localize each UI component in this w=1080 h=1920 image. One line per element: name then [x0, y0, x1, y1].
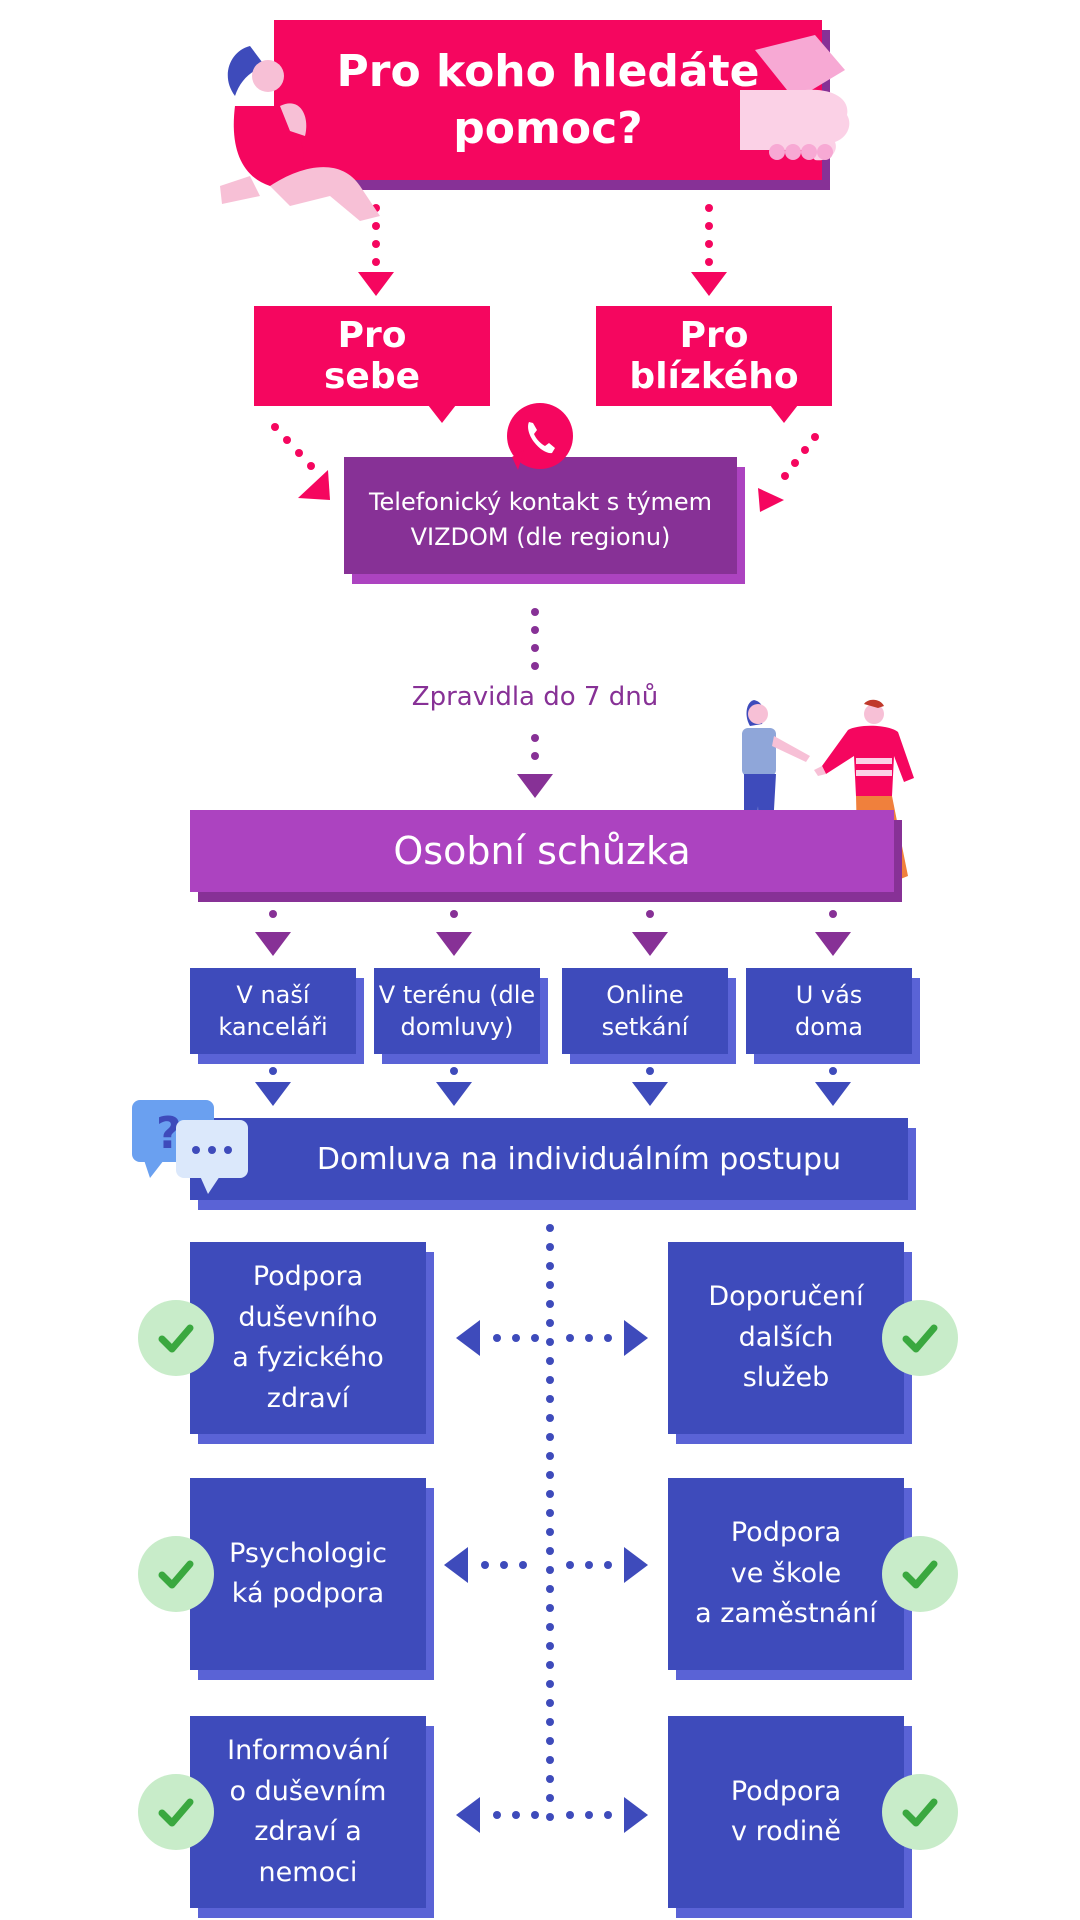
service-box-right: Doporučení dalších služeb	[668, 1242, 904, 1434]
service-label: Podpora v rodině	[730, 1775, 842, 1848]
service-box-left: Psychologic ká podpora	[190, 1478, 426, 1670]
double-arrow-row-2	[444, 1547, 648, 1583]
dot	[546, 1509, 554, 1517]
dot	[546, 1376, 554, 1384]
dot	[546, 1300, 554, 1308]
chat-bubbles-icon: ?	[132, 1100, 248, 1194]
check-badge	[138, 1774, 214, 1850]
service-label: Doporučení dalších služeb	[708, 1281, 864, 1394]
location-box: V naší kanceláři	[190, 968, 356, 1054]
contact-text: Telefonický kontakt s týmem VIZDOM (dle …	[368, 487, 713, 551]
check-badge	[138, 1536, 214, 1612]
arrows-locations-to-agreement	[255, 1067, 851, 1106]
double-arrow-row-3	[456, 1797, 648, 1833]
dot	[546, 1395, 554, 1403]
dot	[546, 1585, 554, 1593]
dot	[546, 1718, 554, 1726]
dot	[546, 1737, 554, 1745]
check-badge	[882, 1774, 958, 1850]
meeting-box: Osobní schůzka	[190, 810, 894, 892]
dot	[546, 1357, 554, 1365]
hand-illustration	[740, 35, 850, 161]
dot	[546, 1471, 554, 1479]
service-box-left: Podpora duševního a fyzického zdraví	[190, 1242, 426, 1434]
double-arrow-row-1	[456, 1320, 648, 1356]
location-label: V terénu (dle domluvy)	[378, 980, 536, 1041]
dot	[546, 1224, 554, 1232]
branch-relative-box: Pro blízkého	[596, 306, 832, 406]
service-label: Informování o duševním zdraví a nemoci	[227, 1735, 389, 1888]
check-badge	[882, 1300, 958, 1376]
location-box: V terénu (dle domluvy)	[374, 968, 540, 1054]
timing-label: Zpravidla do 7 dnů	[411, 682, 659, 712]
dot	[546, 1490, 554, 1498]
arrows-meeting-to-locations	[255, 910, 851, 956]
dot	[546, 1813, 554, 1821]
phone-icon	[507, 403, 573, 470]
dot	[546, 1642, 554, 1650]
arrow-relative-to-contact	[758, 433, 819, 512]
check-icon	[158, 1560, 194, 1589]
service-box-left: Informování o duševním zdraví a nemoci	[190, 1716, 426, 1908]
branch-self-tail	[428, 405, 456, 423]
check-icon	[158, 1324, 194, 1353]
service-label: Podpora duševního a fyzického zdraví	[232, 1261, 384, 1414]
service-label: Psychologic ká podpora	[229, 1537, 387, 1610]
arrow-title-to-relative	[691, 204, 727, 296]
dot	[546, 1547, 554, 1555]
dot	[546, 1338, 554, 1346]
contact-box: Telefonický kontakt s týmem VIZDOM (dle …	[344, 457, 737, 574]
dot	[546, 1680, 554, 1688]
dot	[546, 1699, 554, 1707]
branch-relative-label: Pro blízkého	[629, 314, 799, 397]
agreement-text: Domluva na individuálním postupu	[316, 1141, 842, 1177]
service-box-right: Podpora ve škole a zaměstnání	[668, 1478, 904, 1670]
title-text: Pro koho hledáte pomoc?	[336, 45, 760, 154]
arrow-self-to-contact	[271, 423, 330, 500]
dot	[546, 1604, 554, 1612]
check-badge	[882, 1536, 958, 1612]
location-label: V naší kanceláři	[218, 980, 328, 1041]
dot	[546, 1794, 554, 1802]
agreement-box: Domluva na individuálním postupu	[190, 1118, 908, 1200]
dot	[546, 1262, 554, 1270]
check-icon	[902, 1560, 938, 1589]
vertical-dotted-line	[546, 1224, 554, 1821]
dot	[546, 1281, 554, 1289]
dot	[546, 1433, 554, 1441]
dot	[546, 1623, 554, 1631]
location-label: U vás doma	[794, 980, 863, 1041]
branch-relative-tail	[770, 405, 798, 423]
dot	[546, 1566, 554, 1574]
dot	[546, 1414, 554, 1422]
check-icon	[158, 1798, 194, 1827]
dot	[546, 1452, 554, 1460]
meeting-text: Osobní schůzka	[393, 829, 691, 873]
service-label: Podpora ve škole a zaměstnání	[695, 1517, 877, 1630]
dot	[546, 1243, 554, 1251]
check-icon	[902, 1798, 938, 1827]
title-box: Pro koho hledáte pomoc?	[274, 20, 822, 180]
service-box-right: Podpora v rodině	[668, 1716, 904, 1908]
branch-self-box: Pro sebe	[254, 306, 490, 406]
check-icon	[902, 1324, 938, 1353]
double-arrows	[444, 1320, 648, 1833]
dot	[546, 1528, 554, 1536]
dot	[546, 1661, 554, 1669]
arrow-contact-to-meeting	[517, 608, 553, 798]
location-box: U vás doma	[746, 968, 912, 1054]
location-label: Online setkání	[601, 980, 689, 1041]
location-box: Online setkání	[562, 968, 728, 1054]
branch-self-label: Pro sebe	[323, 314, 421, 397]
dot	[546, 1319, 554, 1327]
woman-sitting-illustration	[220, 46, 380, 221]
dot	[546, 1775, 554, 1783]
check-badge	[138, 1300, 214, 1376]
dot	[546, 1756, 554, 1764]
